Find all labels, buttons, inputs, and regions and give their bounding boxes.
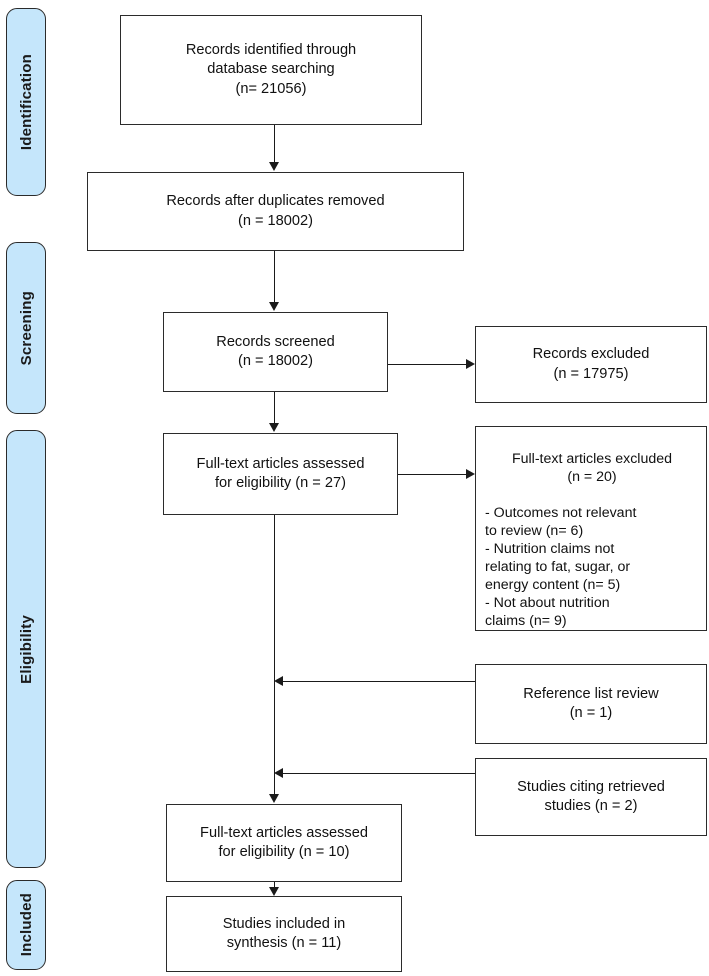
box-studies-included-text: Studies included in synthesis (n = 11) (222, 915, 346, 951)
arrowhead-duplicates-to-screened (269, 302, 279, 311)
arrowhead-reference-review-to-trunk (274, 676, 283, 686)
stage-tab-screening: Screening (6, 242, 46, 414)
connector-duplicates-to-screened (274, 251, 275, 303)
stage-label-eligibility: Eligibility (17, 614, 35, 684)
box-fulltext-excluded: Full-text articles excluded (n = 20) - O… (475, 426, 707, 631)
box-fulltext-assessed-27: Full-text articles assessed for eligibil… (163, 433, 398, 515)
arrowhead-screened-to-excluded (466, 359, 475, 369)
connector-fulltext1-to-fulltext-excluded (398, 474, 466, 475)
box-studies-citing-retrieved-text: Studies citing retrieved studies (n = 2) (517, 778, 665, 814)
connector-screened-to-fulltext1 (274, 392, 275, 424)
box-fulltext-assessed-27-text: Full-text articles assessed for eligibil… (196, 455, 365, 491)
arrowhead-identified-to-duplicates (269, 162, 279, 171)
stage-label-identification: Identification (17, 53, 35, 151)
arrowhead-fulltext2-to-included (269, 887, 279, 896)
arrowhead-fulltext1-to-fulltext-excluded (466, 469, 475, 479)
box-fulltext-excluded-reasons: - Outcomes not relevant to review (n= 6)… (485, 505, 637, 630)
box-fulltext-assessed-10: Full-text articles assessed for eligibil… (166, 804, 402, 882)
box-fulltext-excluded-heading: Full-text articles excluded (n = 20) (511, 451, 673, 486)
arrowhead-screened-to-fulltext1 (269, 423, 279, 432)
connector-trunk-eligibility (274, 515, 275, 798)
box-records-identified: Records identified through database sear… (120, 15, 422, 125)
connector-screened-to-excluded (388, 364, 466, 365)
connector-reference-review-to-trunk (283, 681, 475, 682)
stage-label-included: Included (17, 893, 35, 957)
box-fulltext-excluded-text: Full-text articles excluded (n = 20) - O… (485, 432, 699, 648)
box-reference-list-review-text: Reference list review (n = 1) (523, 685, 659, 721)
box-records-identified-text: Records identified through database sear… (185, 42, 357, 97)
arrowhead-studies-citing-to-trunk (274, 768, 283, 778)
stage-tab-included: Included (6, 880, 46, 970)
box-records-excluded: Records excluded (n = 17975) (475, 326, 707, 403)
connector-identified-to-duplicates (274, 125, 275, 163)
box-records-excluded-text: Records excluded (n = 17975) (532, 346, 650, 382)
connector-fulltext2-to-included (274, 882, 275, 888)
box-studies-included: Studies included in synthesis (n = 11) (166, 896, 402, 972)
box-reference-list-review: Reference list review (n = 1) (475, 664, 707, 744)
box-records-screened: Records screened (n = 18002) (163, 312, 388, 392)
stage-tab-eligibility: Eligibility (6, 430, 46, 868)
connector-studies-citing-to-trunk (283, 773, 475, 774)
stage-tab-identification: Identification (6, 8, 46, 196)
box-fulltext-assessed-10-text: Full-text articles assessed for eligibil… (200, 824, 368, 860)
box-records-after-duplicates: Records after duplicates removed (n = 18… (87, 172, 464, 251)
box-records-after-duplicates-text: Records after duplicates removed (n = 18… (166, 193, 385, 229)
box-records-screened-text: Records screened (n = 18002) (216, 333, 335, 369)
box-studies-citing-retrieved: Studies citing retrieved studies (n = 2) (475, 758, 707, 836)
stage-label-screening: Screening (17, 290, 35, 366)
arrowhead-trunk-to-fulltext2 (269, 794, 279, 803)
